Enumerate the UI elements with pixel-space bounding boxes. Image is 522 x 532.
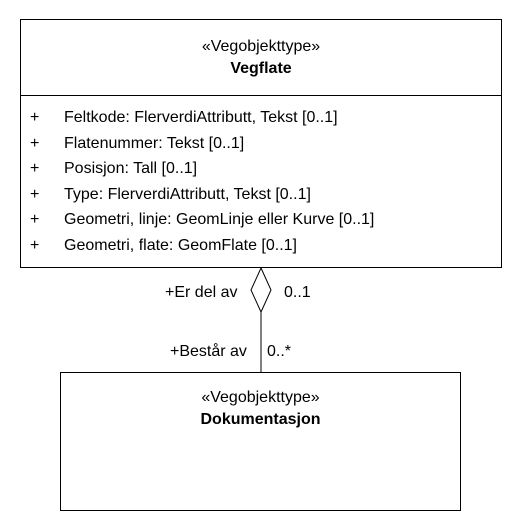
target-multiplicity-label: 0..* [267,343,292,360]
class-name: Vegflate [230,60,292,77]
source-role-label: +Er del av [165,284,238,301]
attribute-row: + Geometri, flate: GeomFlate [0..1] [21,233,501,259]
visibility-marker: + [30,185,40,203]
visibility-marker: + [30,211,40,229]
visibility-marker: + [30,109,40,126]
visibility-marker: + [30,236,40,254]
aggregation-diamond-icon [250,266,272,314]
attribute-text: Geometri, flate: GeomFlate [0..1] [64,236,297,254]
stereotype-label: «Vegobjekttype» [201,389,320,406]
target-role-label: +Består av [170,343,247,360]
attribute-row: + Geometri, linje: GeomLinje eller Kurve… [21,207,501,233]
attribute-text: Posisjon: Tall [0..1] [64,160,198,178]
attribute-row: + Posisjon: Tall [0..1] [21,156,501,182]
attribute-text: Geometri, linje: GeomLinje eller Kurve [… [64,211,375,229]
attribute-list: + Feltkode: FlerverdiAttributt, Tekst [0… [21,96,501,259]
source-multiplicity-label: 0..1 [284,284,311,301]
visibility-marker: + [30,134,40,152]
attribute-text: Type: FlerverdiAttributt, Tekst [0..1] [64,185,311,203]
attribute-text: Feltkode: FlerverdiAttributt, Tekst [0..… [64,109,338,126]
visibility-marker: + [30,160,40,178]
attribute-row: + Feltkode: FlerverdiAttributt, Tekst [0… [21,105,501,131]
attribute-row: + Type: FlerverdiAttributt, Tekst [0..1] [21,182,501,208]
class-name: Dokumentasjon [200,411,321,428]
attribute-text: Flatenummer: Tekst [0..1] [64,134,245,152]
class-dokumentasjon[interactable]: «Vegobjekttype» Dokumentasjon [60,372,461,511]
class-header: «Vegobjekttype» Dokumentasjon [61,373,460,431]
class-vegflate[interactable]: «Vegobjekttype» Vegflate + Feltkode: Fle… [20,19,502,268]
class-header: «Vegobjekttype» Vegflate [21,20,501,96]
stereotype-label: «Vegobjekttype» [201,38,321,55]
attribute-row: + Flatenummer: Tekst [0..1] [21,131,501,157]
